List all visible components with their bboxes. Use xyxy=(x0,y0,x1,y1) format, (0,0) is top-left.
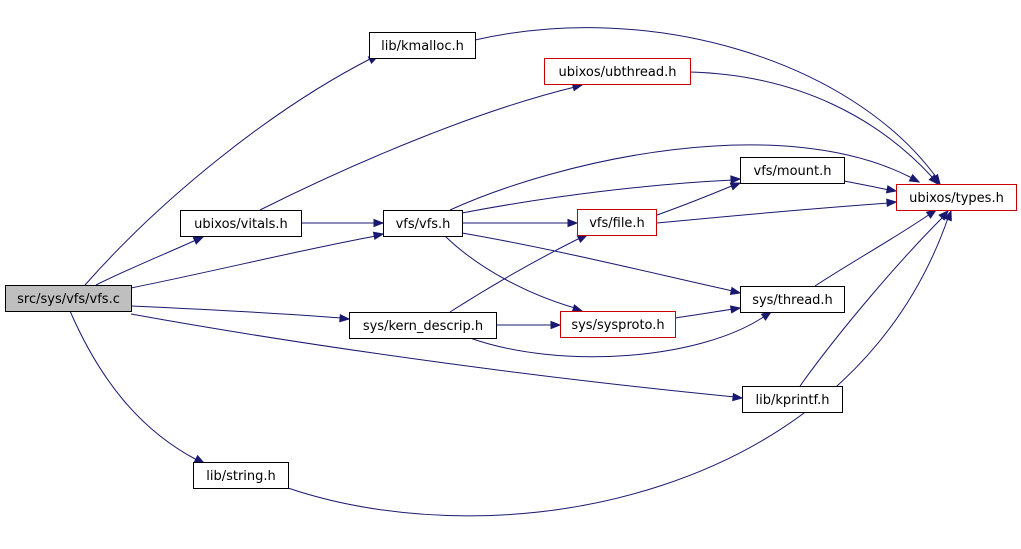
edge-vfs_h-to-types xyxy=(449,144,921,211)
node-lib-kprintf-h-label: lib/kprintf.h xyxy=(756,393,830,408)
edge-mount-to-types xyxy=(843,180,898,194)
edges-layer xyxy=(69,27,952,517)
edge-vitals-to-ubthread xyxy=(259,83,584,211)
node-vfs-file-h-label: vfs/file.h xyxy=(589,216,645,231)
edge-line-tail xyxy=(731,184,735,187)
edge-line xyxy=(84,57,373,286)
edge-vfs_h-to-mount xyxy=(461,175,742,214)
edge-kern_descrip-to-file xyxy=(449,234,589,313)
edge-vfs_c-to-vfs_h xyxy=(130,231,385,289)
edge-string-to-types xyxy=(287,209,952,517)
edge-line xyxy=(656,202,890,224)
edge-ubthread-to-types xyxy=(689,71,939,186)
edge-line xyxy=(656,184,735,216)
node-vfs-c-label: src/sys/vfs/vfs.c xyxy=(17,292,120,307)
node-lib-string-h[interactable]: lib/string.h xyxy=(193,462,289,489)
node-ubixos-vitals-h[interactable]: ubixos/vitals.h xyxy=(180,210,302,237)
edge-thread-to-types xyxy=(814,209,938,287)
edge-kmalloc-to-types xyxy=(474,27,941,186)
edge-line xyxy=(449,237,581,313)
node-sys-kern-descrip-h[interactable]: sys/kern_descrip.h xyxy=(349,312,497,339)
edge-line xyxy=(799,216,944,387)
edge-file-to-types xyxy=(656,198,898,224)
edge-kern_descrip-to-thread xyxy=(469,311,773,358)
edge-kprintf-to-types xyxy=(799,210,949,387)
node-vfs-vfs-h-label: vfs/vfs.h xyxy=(396,217,451,232)
edge-file-to-mount xyxy=(656,182,742,216)
edge-line xyxy=(449,144,913,211)
edge-vfs_h-to-thread xyxy=(461,232,742,296)
node-ubixos-types-h[interactable]: ubixos/types.h xyxy=(896,184,1017,211)
edge-line xyxy=(474,27,937,178)
edge-line xyxy=(130,305,343,319)
node-lib-kprintf-h[interactable]: lib/kprintf.h xyxy=(742,386,843,413)
node-vfs-c[interactable]: src/sys/vfs/vfs.c xyxy=(5,285,132,312)
edge-line xyxy=(444,235,576,309)
edge-arrowhead xyxy=(729,305,742,314)
edge-vfs_h-to-file xyxy=(462,218,579,228)
node-lib-kmalloc-h[interactable]: lib/kmalloc.h xyxy=(369,32,476,59)
node-ubixos-vitals-h-label: ubixos/vitals.h xyxy=(194,217,288,232)
node-sys-sysproto-h[interactable]: sys/sysproto.h xyxy=(560,311,676,338)
edge-arrowhead xyxy=(925,209,938,219)
edge-line xyxy=(259,86,576,211)
edge-line xyxy=(843,180,890,191)
edge-line xyxy=(814,213,931,287)
edge-line xyxy=(95,239,197,286)
edge-arrowhead xyxy=(760,311,773,321)
edge-line-tail xyxy=(195,458,198,461)
node-sys-thread-h[interactable]: sys/thread.h xyxy=(740,286,845,313)
edge-line-tail xyxy=(931,176,934,179)
node-ubixos-ubthread-h[interactable]: ubixos/ubthread.h xyxy=(544,58,691,85)
edge-line xyxy=(674,308,734,319)
edge-arrowhead xyxy=(908,173,921,183)
node-vfs-mount-h-label: vfs/mount.h xyxy=(754,164,832,179)
edge-line-tail xyxy=(578,237,581,240)
edge-line xyxy=(287,217,949,517)
node-sys-kern-descrip-h-label: sys/kern_descrip.h xyxy=(363,319,483,334)
edge-vfs_c-to-kprintf xyxy=(130,313,744,402)
edge-kern_descrip-to-sysproto xyxy=(496,320,562,330)
node-lib-kmalloc-h-label: lib/kmalloc.h xyxy=(381,39,464,54)
edge-line-tail xyxy=(730,179,734,181)
edge-vfs_c-to-vitals xyxy=(95,236,205,286)
edge-vfs_c-to-string xyxy=(69,310,206,464)
node-vfs-file-h[interactable]: vfs/file.h xyxy=(577,209,657,236)
node-vfs-mount-h[interactable]: vfs/mount.h xyxy=(740,157,845,184)
edge-line-tail xyxy=(928,213,931,216)
edge-vfs_c-to-kmalloc xyxy=(84,55,380,286)
edge-vitals-to-vfs_h xyxy=(301,218,385,228)
edge-sysproto-to-thread xyxy=(674,305,742,319)
node-sys-sysproto-h-label: sys/sysproto.h xyxy=(571,318,664,333)
edge-line-tail xyxy=(763,315,766,318)
node-sys-thread-h-label: sys/thread.h xyxy=(752,293,833,308)
edge-line xyxy=(69,310,198,461)
edge-line xyxy=(689,71,934,179)
edge-line-tail xyxy=(886,188,890,191)
node-vfs-vfs-h[interactable]: vfs/vfs.h xyxy=(383,210,463,237)
edge-line-tail xyxy=(194,239,197,242)
edge-line xyxy=(130,235,377,289)
edge-vfs_c-to-kern_descrip xyxy=(130,305,351,323)
edge-line xyxy=(130,313,736,398)
node-lib-string-h-label: lib/string.h xyxy=(206,469,276,484)
edge-line xyxy=(461,179,734,214)
nodes-layer: src/sys/vfs/vfs.c lib/kmalloc.h ubixos/u… xyxy=(5,32,1017,489)
edge-line xyxy=(469,315,766,358)
node-ubixos-types-h-label: ubixos/types.h xyxy=(909,191,1004,206)
node-ubixos-ubthread-h-label: ubixos/ubthread.h xyxy=(559,65,677,80)
edge-line xyxy=(461,232,734,292)
